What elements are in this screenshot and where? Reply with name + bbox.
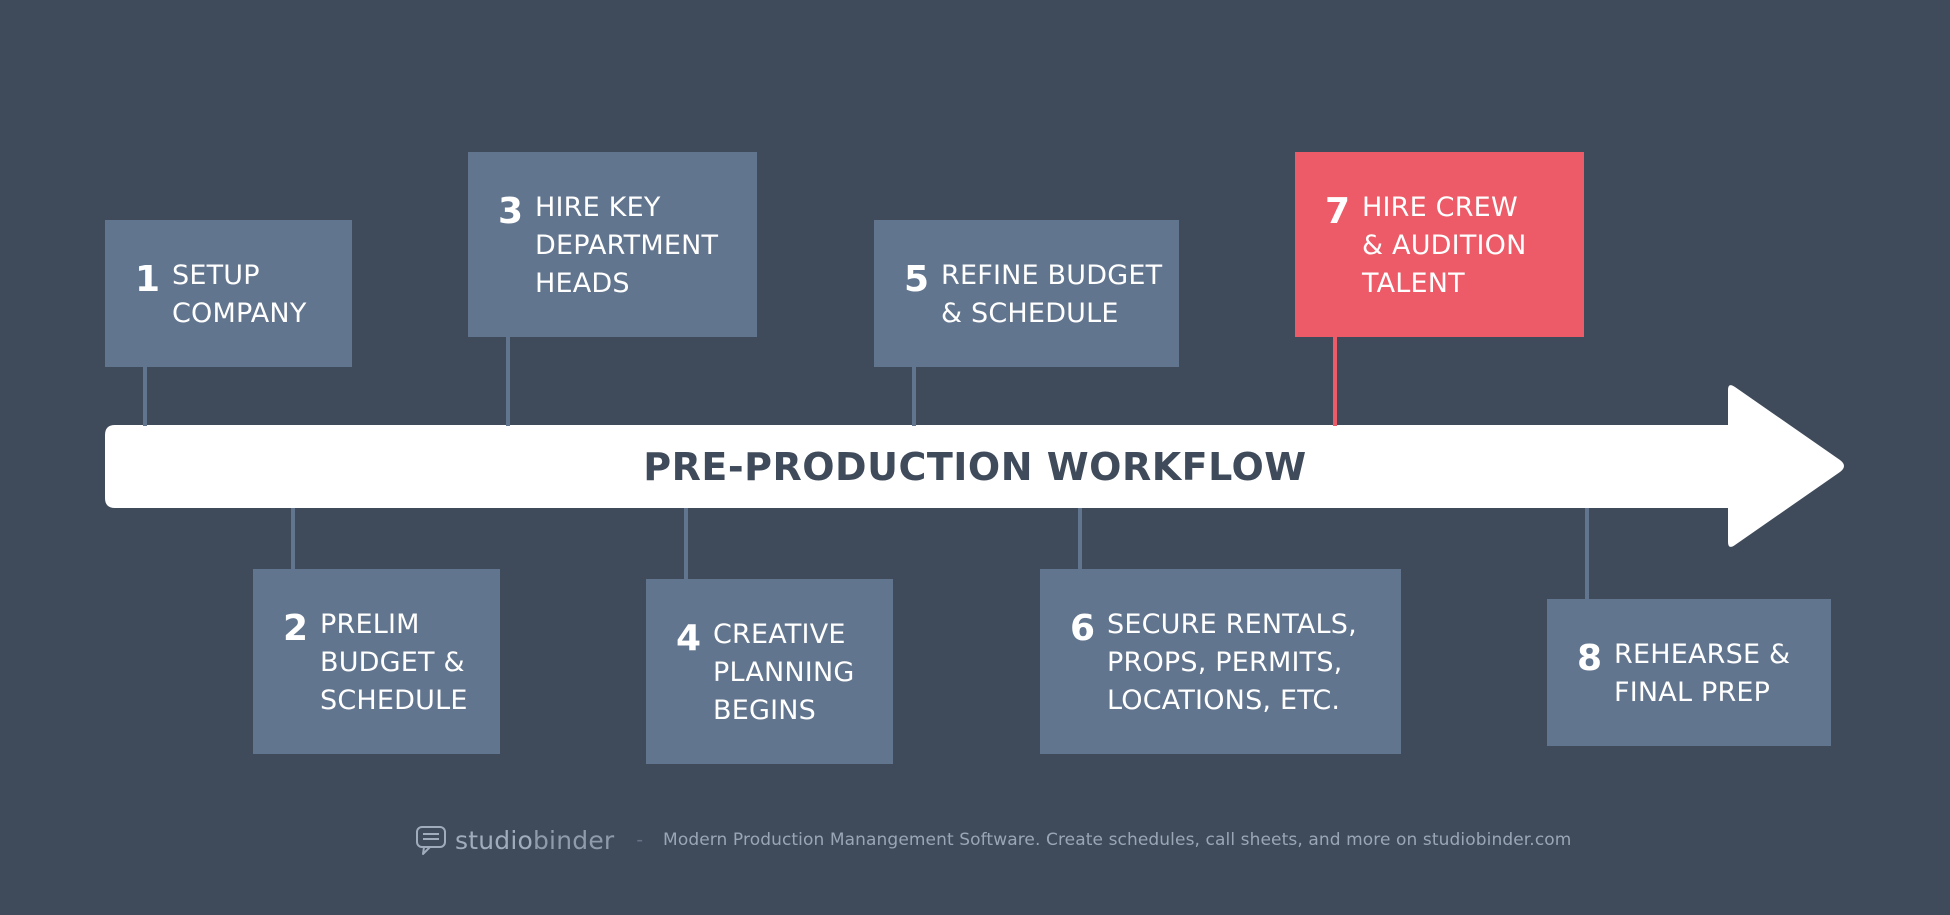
chat-bubble-icon — [416, 826, 446, 855]
step-box-1: 1 SETUP COMPANY — [105, 220, 352, 367]
step-number: 3 — [498, 191, 524, 232]
step-number: 8 — [1577, 638, 1603, 679]
brand-binder: binder — [532, 825, 615, 855]
step-label: SETUP COMPANY — [172, 260, 307, 329]
step-number: 1 — [135, 259, 161, 300]
step-box-5: 5 REFINE BUDGET & SCHEDULE — [874, 220, 1179, 367]
step-number: 7 — [1325, 191, 1351, 232]
step-label: SECURE RENTALS, PROPS, PERMITS, LOCATION… — [1107, 609, 1357, 716]
brand-name[interactable]: studiobinder — [455, 826, 614, 855]
step-number: 4 — [676, 618, 702, 659]
connector-step-8 — [1585, 508, 1589, 600]
connector-step-6 — [1078, 508, 1082, 570]
footer-tagline: Modern Production Manangement Software. … — [663, 830, 1572, 850]
connector-step-3 — [506, 336, 510, 426]
step-label: CREATIVE PLANNING BEGINS — [713, 619, 855, 726]
connector-step-5 — [912, 366, 916, 426]
brand-studio: studio — [455, 825, 533, 855]
footer-separator: - — [636, 828, 644, 851]
connector-step-7 — [1333, 336, 1337, 426]
connector-step-2 — [291, 508, 295, 570]
step-number: 2 — [283, 608, 309, 649]
step-label: HIRE CREW & AUDITION TALENT — [1362, 192, 1527, 299]
connector-step-4 — [684, 508, 688, 580]
workflow-title: PRE-PRODUCTION WORKFLOW — [643, 444, 1307, 489]
step-label: PRELIM BUDGET & SCHEDULE — [320, 609, 468, 716]
step-label: REFINE BUDGET & SCHEDULE — [941, 260, 1163, 329]
step-label: HIRE KEY DEPARTMENT HEADS — [535, 192, 719, 299]
footer: studiobinder - Modern Production Manange… — [415, 822, 1571, 858]
connector-step-1 — [143, 366, 147, 426]
step-box-8: 8 REHEARSE & FINAL PREP — [1547, 599, 1831, 746]
step-box-7: 7 HIRE CREW & AUDITION TALENT — [1295, 152, 1584, 337]
step-number: 6 — [1070, 608, 1096, 649]
step-number: 5 — [904, 259, 930, 300]
step-box-2: 2 PRELIM BUDGET & SCHEDULE — [253, 569, 500, 754]
step-box-4: 4 CREATIVE PLANNING BEGINS — [646, 579, 893, 764]
step-box-6: 6 SECURE RENTALS, PROPS, PERMITS, LOCATI… — [1040, 569, 1401, 754]
arrow-shape — [105, 385, 1844, 547]
step-label: REHEARSE & FINAL PREP — [1614, 639, 1791, 708]
step-box-3: 3 HIRE KEY DEPARTMENT HEADS — [468, 152, 757, 337]
